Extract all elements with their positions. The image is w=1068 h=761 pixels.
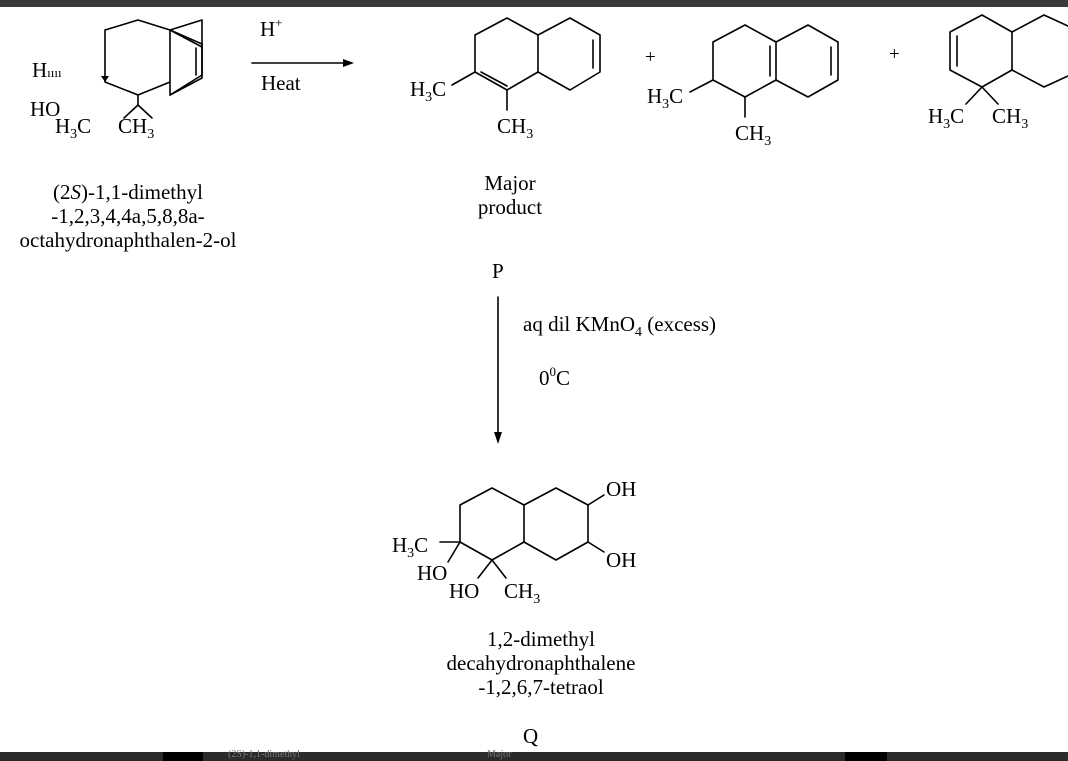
sm-h-label: Hıııı bbox=[32, 58, 62, 82]
reagent-temperature: 00C bbox=[539, 364, 570, 390]
reagent-kmno4: aq dil KMnO4 (excess) bbox=[523, 312, 716, 340]
ghost-text-mid: Major bbox=[487, 749, 512, 760]
final-product-name: 1,2-dimethyl decahydronaphthalene -1,2,6… bbox=[446, 627, 636, 699]
sm-ch3-label: CH3 bbox=[118, 114, 154, 142]
reaction-arrow-1 bbox=[251, 59, 354, 67]
minor-product-1-structure bbox=[689, 24, 839, 118]
sm-h3c-label: H3C bbox=[55, 114, 91, 142]
major-product-caption: Major product bbox=[477, 171, 543, 219]
top-border bbox=[0, 0, 1068, 7]
bottom-border: (2S)-1,1-dimethyl Major bbox=[0, 749, 1068, 761]
bottom-block-right bbox=[845, 752, 887, 761]
minor-product-2-structure bbox=[949, 14, 1068, 105]
p3-ch3-label: CH3 bbox=[992, 104, 1028, 132]
major-product-structure bbox=[451, 17, 601, 111]
p1-ch3-label: CH3 bbox=[497, 114, 533, 142]
plus-sign-1: + bbox=[645, 47, 656, 68]
q-oh-top: OH bbox=[606, 477, 636, 501]
starting-material-name: (2S)-1,1-dimethyl -1,2,3,4,4a,5,8,8a- oc… bbox=[19, 180, 237, 252]
p2-ch3-label: CH3 bbox=[735, 121, 771, 149]
q-h3c-label: H3C bbox=[392, 533, 428, 561]
p2-h3c-label: H3C bbox=[647, 84, 683, 112]
q-ch3-label: CH3 bbox=[504, 579, 540, 607]
reaction-arrow-2 bbox=[494, 296, 502, 444]
q-oh-bottom: OH bbox=[606, 548, 636, 572]
p3-h3c-label: H3C bbox=[928, 104, 964, 132]
p1-h3c-label: H3C bbox=[410, 77, 446, 105]
product-p-label: P bbox=[492, 259, 504, 283]
reagent-acid: H+ bbox=[260, 15, 283, 41]
starting-material-structure bbox=[101, 19, 203, 119]
ghost-text-left: (2S)-1,1-dimethyl bbox=[228, 749, 300, 760]
final-product-structure bbox=[439, 487, 605, 579]
reagent-heat: Heat bbox=[261, 71, 301, 95]
q-ho-label-2: HO bbox=[449, 579, 479, 603]
q-ho-label-1: HO bbox=[417, 561, 447, 585]
plus-sign-2: + bbox=[889, 44, 900, 65]
bottom-block-left bbox=[163, 752, 203, 761]
product-q-label: Q bbox=[523, 724, 538, 748]
sm-ho-label: HO bbox=[30, 97, 60, 121]
